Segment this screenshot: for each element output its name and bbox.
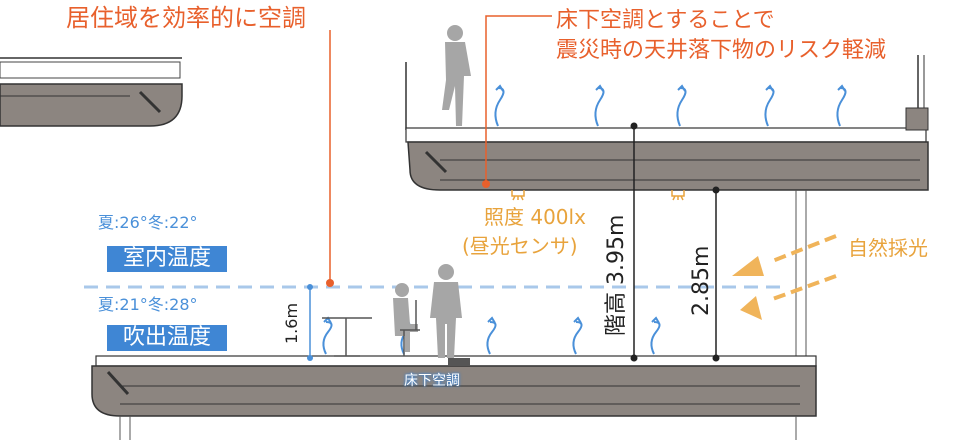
indoor-temp-label: 室内温度 [107, 246, 228, 272]
indoor-temp-season: 夏:26°冬:22° [98, 213, 198, 232]
upper-left-slab [0, 57, 183, 127]
ceiling-height-dimension: 2.85m [689, 245, 714, 316]
dim-floor-height [630, 122, 720, 362]
lower-slab [91, 355, 817, 440]
upper-right-slab [405, 55, 929, 370]
annotation-leaders [326, 15, 552, 287]
lux-sensor-markers [511, 190, 685, 201]
natural-light-label: 自然採光 [848, 236, 928, 260]
daylight-arrows [732, 234, 837, 320]
living-zone-height: 1.6m [282, 302, 301, 344]
outlet-temp-season: 夏:21°冬:28° [98, 295, 198, 314]
floor-height-dimension: 階高 3.95m [604, 214, 629, 336]
underfloor-annotation-line1: 床下空調とすることで [556, 8, 775, 33]
lux-sensor-label: (昼光センサ) [462, 234, 578, 258]
person-silhouettes [393, 25, 471, 358]
outlet-temp-label: 吹出温度 [107, 325, 228, 351]
floor-ac-label: 床下空調 [404, 373, 460, 389]
furniture [322, 300, 420, 357]
underfloor-annotation: 床下空調とすることで 震災時の天井落下物のリスク軽減 [556, 6, 886, 66]
lux-value: 照度 400lx [484, 205, 586, 229]
living-zone-annotation: 居住域を効率的に空調 [66, 4, 306, 32]
underfloor-annotation-line2: 震災時の天井落下物のリスク軽減 [556, 38, 887, 63]
dim-1-6m [307, 284, 313, 361]
